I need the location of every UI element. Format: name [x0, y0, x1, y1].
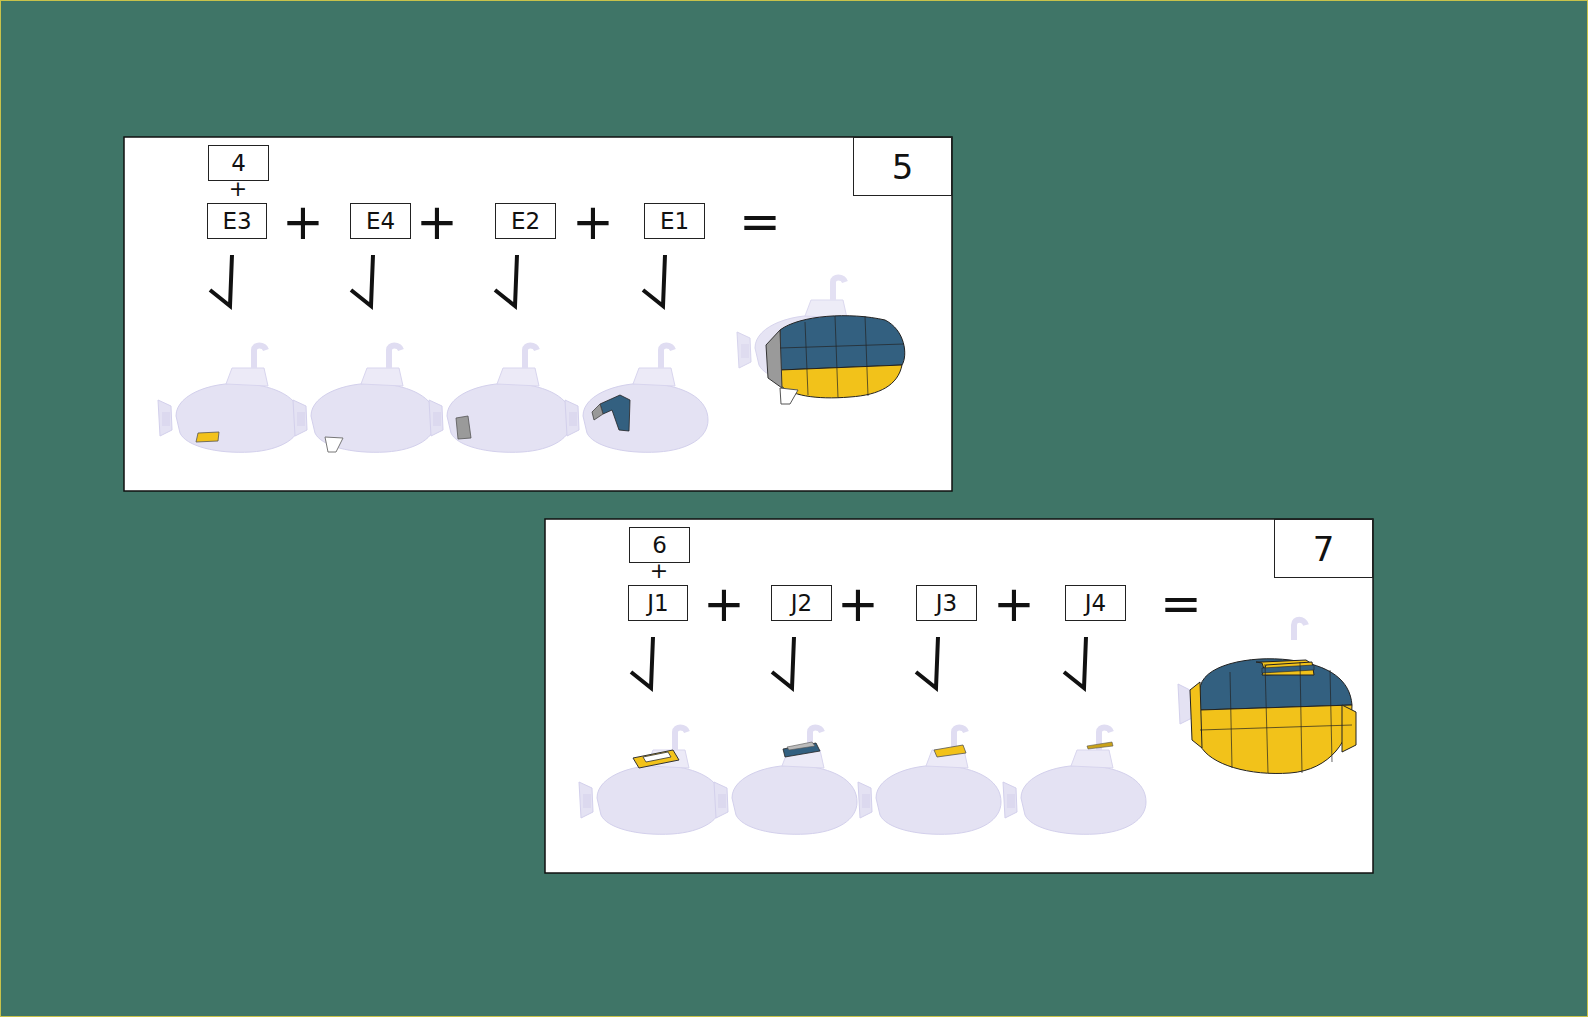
box-text: J3 [936, 592, 957, 615]
plus-sign: + [572, 197, 614, 247]
plus-sign: + [703, 579, 745, 629]
box-text: 4 [231, 152, 246, 175]
part-label-box: E2 [495, 203, 556, 239]
equals-sign: = [1160, 579, 1202, 629]
step-number-box: 7 [1274, 519, 1373, 578]
plus-sign: + [993, 579, 1035, 629]
box-text: E4 [366, 210, 395, 233]
step-number-box: 5 [853, 137, 952, 196]
plus-sign: + [229, 178, 247, 200]
box-text: J1 [647, 592, 668, 615]
part-label-box: 6 [629, 527, 690, 563]
part-label-box: 4 [208, 145, 269, 181]
box-text: J4 [1085, 592, 1106, 615]
part-label-box: J4 [1065, 585, 1126, 621]
part-label-box: J2 [771, 585, 832, 621]
box-text: J2 [791, 592, 812, 615]
box-text: 7 [1313, 532, 1335, 566]
part-label-box: J3 [916, 585, 977, 621]
box-text: E1 [660, 210, 689, 233]
part-label-box: E1 [644, 203, 705, 239]
box-text: E2 [511, 210, 540, 233]
box-text: E3 [222, 210, 251, 233]
plus-sign: + [837, 579, 879, 629]
box-text: 6 [652, 534, 667, 557]
plus-sign: + [650, 560, 668, 582]
plus-sign: + [416, 197, 458, 247]
part-label-box: E3 [207, 203, 267, 239]
box-text: 5 [892, 150, 914, 184]
plus-sign: + [282, 197, 324, 247]
equals-sign: = [739, 197, 781, 247]
part-label-box: J1 [628, 585, 688, 621]
part-label-box: E4 [350, 203, 411, 239]
